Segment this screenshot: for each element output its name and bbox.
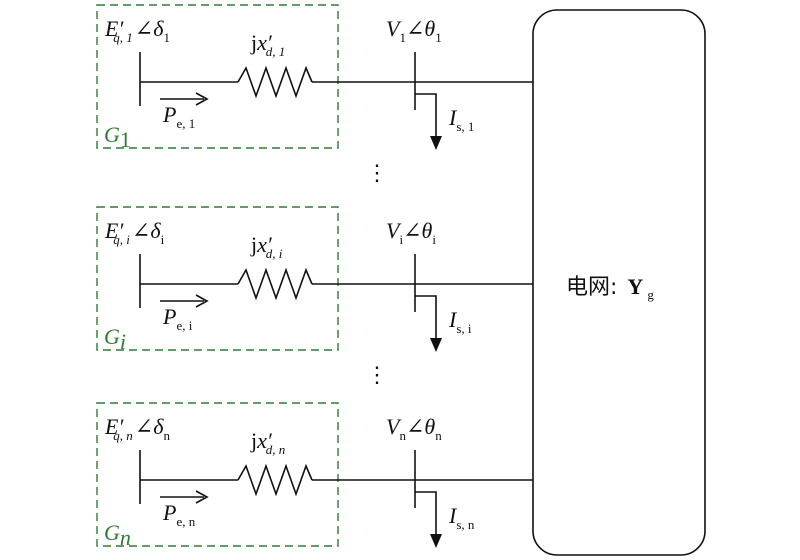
- current-label: Is, n: [448, 503, 475, 532]
- reactance-resistor: [237, 267, 313, 301]
- voltage-label: V1∠θ1: [386, 16, 442, 45]
- voltage-label: Vi∠θi: [386, 218, 436, 247]
- generator-label: Gi: [104, 324, 126, 354]
- generator-box: [96, 206, 339, 351]
- current-label: Is, 1: [448, 105, 474, 134]
- voltage-label: Vn∠θn: [386, 414, 442, 443]
- reactance-label: jx′d, 1: [250, 30, 285, 59]
- ellipsis-2: ⋮: [366, 362, 388, 387]
- generator-box: [96, 4, 339, 149]
- grid-label: 电网: Y g: [566, 274, 654, 302]
- emf-label: E′q, n∠δn: [104, 414, 170, 443]
- grid-box: [532, 9, 706, 556]
- current-arrowhead: [430, 338, 442, 352]
- current-line: [415, 93, 437, 140]
- current-line: [415, 295, 437, 342]
- reactance-resistor: [237, 463, 313, 497]
- power-arrowhead: [195, 294, 209, 308]
- current-label: Is, i: [448, 307, 472, 336]
- emf-label: E′q, i∠δi: [104, 218, 165, 247]
- generator-box: [96, 402, 339, 547]
- power-arrowhead: [195, 490, 209, 504]
- power-label: Pe, 1: [162, 102, 195, 131]
- current-arrowhead: [430, 534, 442, 548]
- reactance-label: jx′d, n: [250, 428, 285, 457]
- ellipsis-1: ⋮: [366, 160, 388, 185]
- generator-label: G1: [104, 122, 131, 152]
- current-line: [415, 491, 437, 538]
- power-label: Pe, i: [162, 304, 193, 333]
- power-arrowhead: [195, 92, 209, 106]
- generator-label: Gn: [104, 520, 131, 550]
- reactance-label: jx′d, i: [250, 232, 283, 261]
- reactance-resistor: [237, 65, 313, 99]
- current-arrowhead: [430, 136, 442, 150]
- power-label: Pe, n: [162, 500, 196, 529]
- emf-label: E′q, 1∠δ1: [104, 16, 170, 45]
